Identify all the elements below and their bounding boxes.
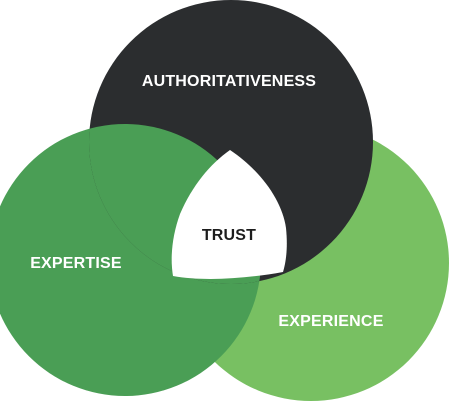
- authoritativeness-label: AUTHORITATIVENESS: [142, 73, 316, 90]
- trust-label: TRUST: [202, 227, 256, 244]
- expertise-label: EXPERTISE: [30, 255, 122, 272]
- experience-label: EXPERIENCE: [278, 313, 383, 330]
- trust-region: [171, 150, 287, 279]
